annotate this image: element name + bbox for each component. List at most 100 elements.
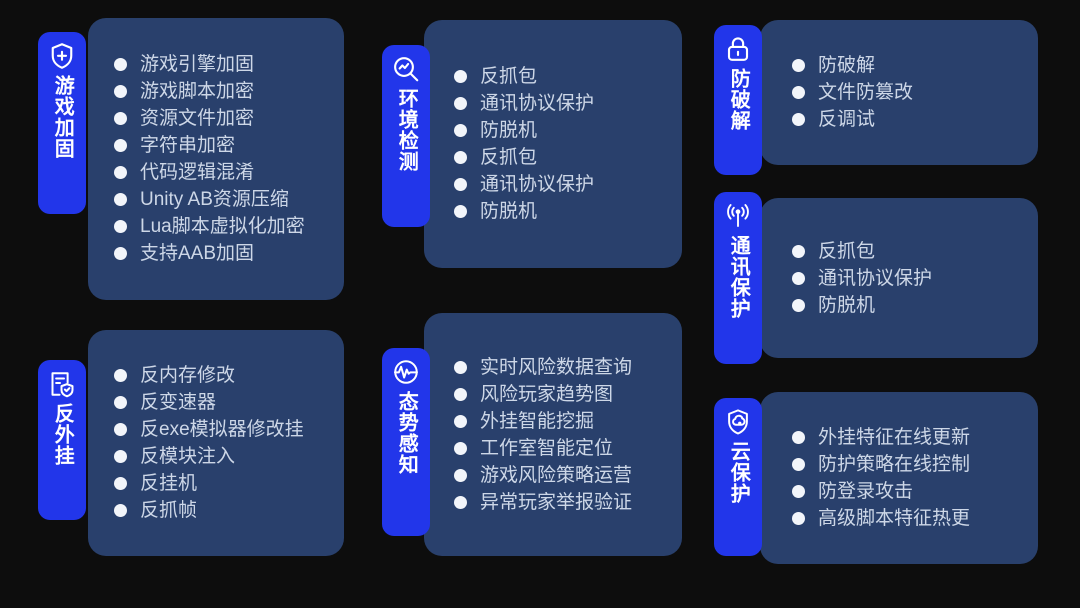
list-item: 反内存修改 bbox=[114, 362, 344, 389]
tab-label: 云保护 bbox=[727, 441, 750, 504]
list-item: 文件防篡改 bbox=[792, 79, 1038, 106]
list-item-label: 防破解 bbox=[818, 55, 876, 76]
list-item-label: 反内存修改 bbox=[140, 365, 236, 386]
list-item: 游戏脚本加密 bbox=[114, 78, 344, 105]
feature-list-anti-cheat: 反内存修改 反变速器 反exe模拟器修改挂 反模块注入 反挂机 反抓帧 bbox=[88, 362, 344, 524]
tab-anti-crack[interactable]: 防破解 bbox=[714, 25, 762, 175]
list-item-label: 异常玩家举报验证 bbox=[480, 491, 633, 513]
list-item-label: 风险玩家趋势图 bbox=[480, 383, 614, 405]
tab-cloud-protection[interactable]: 云保护 bbox=[714, 398, 762, 556]
list-item: 游戏风险策略运营 bbox=[454, 462, 682, 489]
bullet-icon bbox=[454, 360, 467, 374]
list-item: 外挂特征在线更新 bbox=[792, 424, 1038, 451]
bullet-icon bbox=[114, 247, 127, 260]
card-situation-awareness: 实时风险数据查询 风险玩家趋势图 外挂智能挖掘 工作室智能定位 游戏风险策略运营… bbox=[424, 313, 682, 556]
bullet-icon bbox=[454, 468, 467, 482]
list-item-label: 资源文件加密 bbox=[140, 108, 255, 129]
tab-situation-awareness[interactable]: 态势感知 bbox=[382, 348, 430, 536]
bullet-icon bbox=[114, 85, 127, 98]
list-item-label: 防脱机 bbox=[480, 120, 538, 141]
tab-anti-cheat[interactable]: 反外挂 bbox=[38, 360, 86, 520]
list-item-label: 通讯协议保护 bbox=[480, 174, 595, 195]
list-item: 反抓包 bbox=[454, 63, 682, 90]
bullet-icon bbox=[454, 205, 467, 218]
bullet-icon bbox=[114, 477, 127, 490]
list-item-label: 通讯协议保护 bbox=[480, 93, 595, 114]
feature-list-comms-protection: 反抓包 通讯协议保护 防脱机 bbox=[760, 238, 1038, 319]
feature-list-env-detection: 反抓包 通讯协议保护 防脱机 反抓包 通讯协议保护 防脱机 bbox=[424, 63, 682, 225]
bullet-icon bbox=[454, 70, 467, 83]
tab-env-detection[interactable]: 环境检测 bbox=[382, 45, 430, 227]
bullet-icon bbox=[454, 97, 467, 110]
list-item-label: 防护策略在线控制 bbox=[818, 454, 971, 475]
list-item: Unity AB资源压缩 bbox=[114, 186, 344, 213]
list-item-label: 反挂机 bbox=[140, 473, 198, 494]
tab-game-hardening[interactable]: 游戏加固 bbox=[38, 32, 86, 214]
list-item: 通讯协议保护 bbox=[454, 171, 682, 198]
list-item: 风险玩家趋势图 bbox=[454, 381, 682, 408]
bullet-icon bbox=[454, 414, 467, 428]
tab-label: 反外挂 bbox=[51, 403, 74, 466]
list-item: 反exe模拟器修改挂 bbox=[114, 416, 344, 443]
bullet-icon bbox=[792, 59, 805, 72]
bullet-icon bbox=[114, 193, 127, 206]
pulse-circle-icon bbox=[391, 357, 421, 387]
list-item-label: 游戏引擎加固 bbox=[140, 54, 255, 75]
list-item: 防脱机 bbox=[792, 292, 1038, 319]
list-item-label: 工作室智能定位 bbox=[480, 437, 614, 459]
list-item: 代码逻辑混淆 bbox=[114, 159, 344, 186]
document-shield-check-icon bbox=[47, 369, 77, 399]
list-item-label: 代码逻辑混淆 bbox=[140, 162, 255, 183]
tab-comms-protection[interactable]: 通讯保护 bbox=[714, 192, 762, 364]
bullet-icon bbox=[114, 220, 127, 233]
list-item: 工作室智能定位 bbox=[454, 435, 682, 462]
list-item: 通讯协议保护 bbox=[792, 265, 1038, 292]
tab-label: 游戏加固 bbox=[51, 75, 74, 159]
padlock-icon bbox=[723, 34, 753, 64]
list-item-label: 反模块注入 bbox=[140, 446, 236, 467]
list-item: 防护策略在线控制 bbox=[792, 451, 1038, 478]
bullet-icon bbox=[454, 124, 467, 137]
bullet-icon bbox=[114, 369, 127, 382]
card-env-detection: 反抓包 通讯协议保护 防脱机 反抓包 通讯协议保护 防脱机 bbox=[424, 20, 682, 268]
list-item-label: 通讯协议保护 bbox=[818, 267, 933, 289]
list-item: 反调试 bbox=[792, 106, 1038, 133]
list-item-label: 反抓包 bbox=[480, 66, 538, 87]
bullet-icon bbox=[114, 58, 127, 71]
list-item: 反抓帧 bbox=[114, 497, 344, 524]
list-item: 防登录攻击 bbox=[792, 478, 1038, 505]
list-item-label: 游戏风险策略运营 bbox=[480, 464, 633, 486]
list-item-label: 外挂智能挖掘 bbox=[480, 410, 595, 432]
list-item: 反模块注入 bbox=[114, 443, 344, 470]
list-item-label: 反调试 bbox=[818, 109, 876, 130]
tab-label: 防破解 bbox=[727, 68, 750, 131]
bullet-icon bbox=[792, 244, 805, 258]
feature-list-anti-crack: 防破解 文件防篡改 反调试 bbox=[760, 52, 1038, 133]
list-item-label: 反变速器 bbox=[140, 392, 217, 413]
feature-list-situation-awareness: 实时风险数据查询 风险玩家趋势图 外挂智能挖掘 工作室智能定位 游戏风险策略运营… bbox=[424, 354, 682, 516]
bullet-icon bbox=[114, 139, 127, 152]
list-item-label: 支持AAB加固 bbox=[140, 243, 255, 264]
card-cloud-protection: 外挂特征在线更新 防护策略在线控制 防登录攻击 高级脚本特征热更 bbox=[760, 392, 1038, 564]
list-item-label: 高级脚本特征热更 bbox=[818, 508, 971, 529]
list-item-label: 游戏脚本加密 bbox=[140, 81, 255, 102]
bullet-icon bbox=[114, 504, 127, 517]
signal-antenna-icon bbox=[723, 201, 753, 231]
list-item-label: 外挂特征在线更新 bbox=[818, 427, 971, 448]
list-item: 游戏引擎加固 bbox=[114, 51, 344, 78]
list-item: 支持AAB加固 bbox=[114, 240, 344, 267]
bullet-icon bbox=[454, 441, 467, 455]
list-item-label: 反exe模拟器修改挂 bbox=[140, 419, 304, 440]
list-item-label: Lua脚本虚拟化加密 bbox=[140, 216, 305, 237]
bullet-icon bbox=[792, 113, 805, 126]
list-item: 反挂机 bbox=[114, 470, 344, 497]
tab-label: 态势感知 bbox=[395, 391, 418, 475]
list-item: 外挂智能挖掘 bbox=[454, 408, 682, 435]
list-item-label: 反抓包 bbox=[480, 147, 538, 168]
list-item: 防脱机 bbox=[454, 198, 682, 225]
bullet-icon bbox=[454, 151, 467, 164]
list-item: 反抓包 bbox=[792, 238, 1038, 265]
card-anti-crack: 防破解 文件防篡改 反调试 bbox=[760, 20, 1038, 165]
bullet-icon bbox=[454, 387, 467, 401]
